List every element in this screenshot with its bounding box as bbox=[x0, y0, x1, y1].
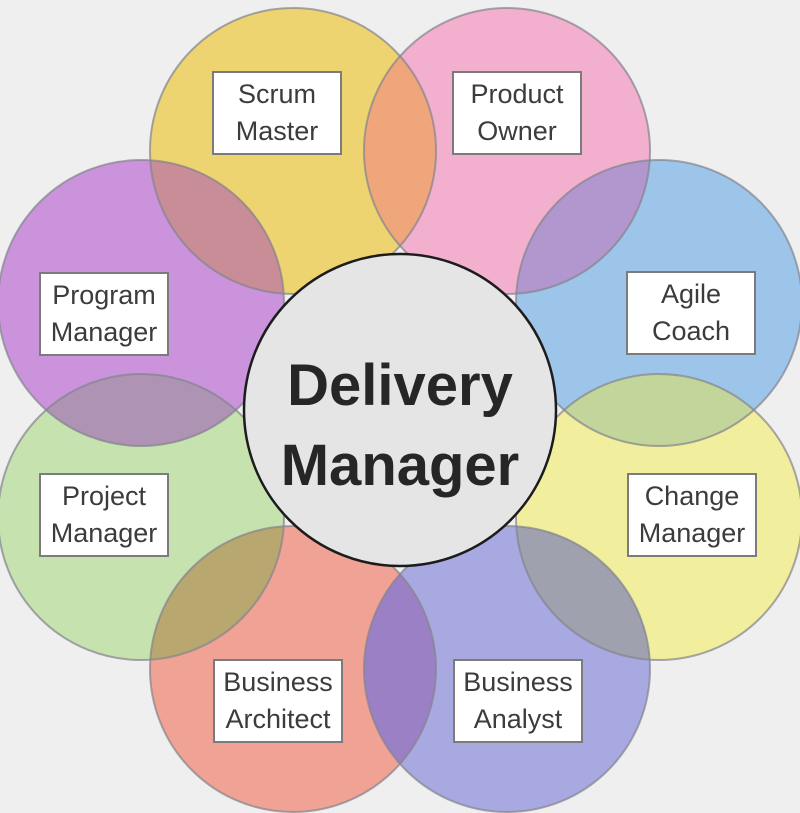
change-manager-circle-outline bbox=[515, 373, 800, 661]
petal-label-change-manager: Change Manager bbox=[627, 473, 757, 557]
program-manager-circle-outline bbox=[0, 159, 285, 447]
overlap-product-owner+agile-coach bbox=[516, 160, 650, 294]
center-circle-label: Delivery Manager bbox=[280, 353, 520, 498]
business-architect-circle-outline bbox=[149, 525, 437, 813]
product-owner-circle-outline bbox=[363, 7, 651, 295]
overlap-program-manager+scrum-master bbox=[150, 160, 284, 294]
petal-label-product-owner: Product Owner bbox=[452, 71, 582, 155]
business-analyst-circle-outline bbox=[363, 525, 651, 813]
petal-label-business-architect: Business Architect bbox=[213, 659, 343, 743]
petal-label-business-analyst: Business Analyst bbox=[453, 659, 583, 743]
agile-coach-circle-outline bbox=[515, 159, 800, 447]
petal-label-project-manager: Project Manager bbox=[39, 473, 169, 557]
petal-label-scrum-master: Scrum Master bbox=[212, 71, 342, 155]
overlap-business-architect+project-manager bbox=[150, 526, 284, 660]
project-manager-circle-outline bbox=[0, 373, 285, 661]
overlap-change-manager+business-analyst bbox=[516, 526, 650, 660]
petal-label-program-manager: Program Manager bbox=[39, 272, 169, 356]
petal-label-agile-coach: Agile Coach bbox=[626, 271, 756, 355]
center-circle bbox=[242, 252, 558, 568]
scrum-master-circle-outline bbox=[149, 7, 437, 295]
